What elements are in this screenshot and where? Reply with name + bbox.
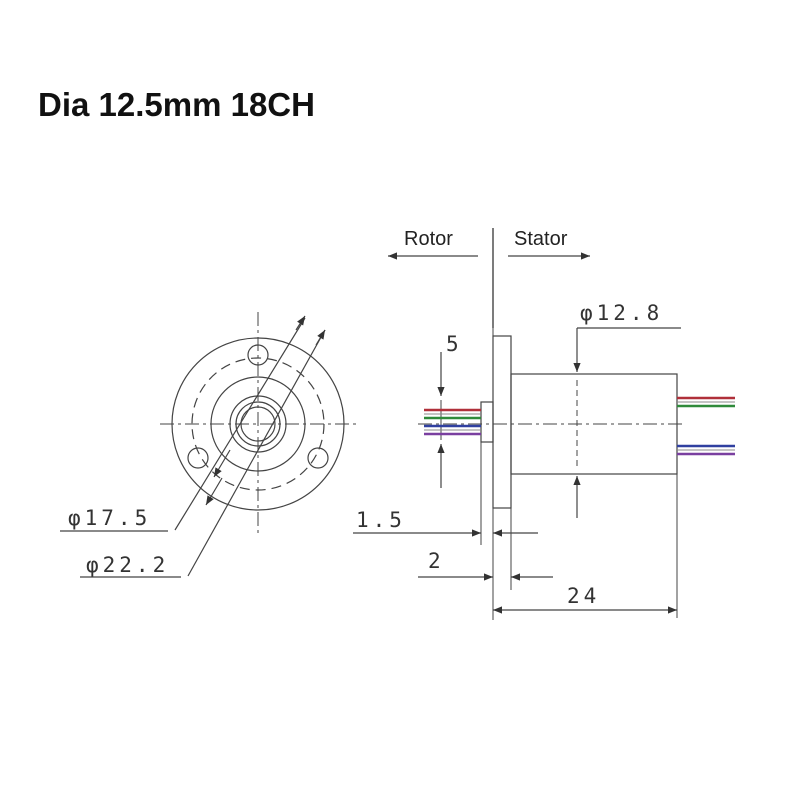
side-view (353, 228, 685, 620)
dim-dia-12-8: φ12.8 (580, 301, 663, 325)
flange-plate (492, 335, 512, 509)
dim-dia-22-2: φ22.2 (86, 553, 169, 577)
page-title: Dia 12.5mm 18CH (38, 86, 315, 123)
rotor-wires (424, 408, 481, 436)
leader-arrow-top-b (315, 329, 326, 346)
hub-outer-ring (229, 395, 287, 453)
dim-24: 24 (567, 584, 600, 608)
front-view (60, 312, 358, 578)
dim-1-5: 1.5 (356, 508, 406, 532)
dim-2: 2 (428, 549, 445, 573)
rotor-label: Rotor (404, 228, 453, 250)
dim-dia-17-5: φ17.5 (68, 506, 151, 530)
hub-inner-ring (240, 406, 276, 442)
bolt-hole-top (247, 344, 269, 366)
bolt-hole-left (187, 447, 209, 469)
leader-arrow-inner (213, 449, 231, 478)
body-circle (210, 376, 306, 472)
leader-arrow-top-a (295, 315, 306, 331)
shaft-stub (480, 401, 494, 443)
hub-mid-ring (235, 401, 281, 447)
stator-wires (677, 396, 735, 456)
outer-flange-circle (171, 337, 345, 511)
leader-dia-22-2 (187, 329, 326, 577)
bolt-circle (191, 357, 325, 491)
bolt-hole-right (307, 447, 329, 469)
stator-label: Stator (514, 228, 568, 250)
dim-pitch-5: 5 (446, 332, 463, 356)
leader-arrow-outer (205, 477, 223, 506)
leader-dia-17-5 (174, 317, 306, 531)
